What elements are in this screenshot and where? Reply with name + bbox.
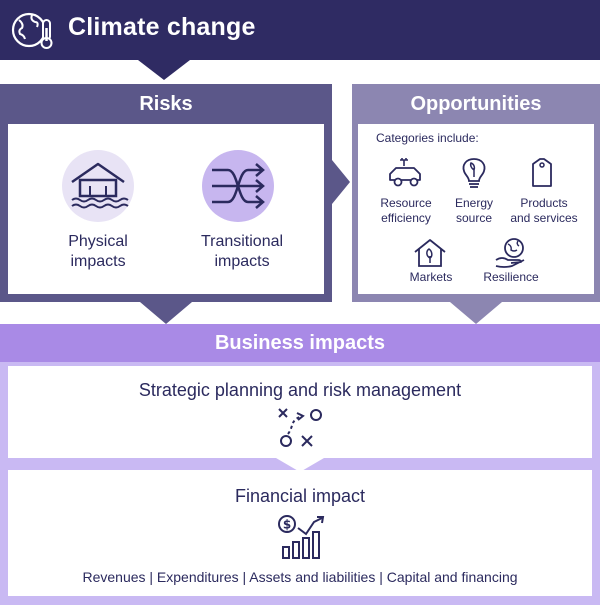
products-label-line2: and services	[510, 211, 578, 225]
physical-label-line1: Physical	[68, 233, 128, 250]
opportunities-intro: Categories include:	[376, 131, 479, 145]
energy-source-label: Energy source	[446, 196, 502, 226]
risks-to-opportunities-arrow	[332, 160, 350, 204]
physical-impacts-label: Physical impacts	[38, 232, 158, 272]
header-bar	[0, 0, 600, 60]
header-title: Climate change	[68, 13, 256, 41]
products-label-line1: Products	[520, 196, 568, 210]
flooded-house-icon	[71, 162, 129, 209]
strategic-planning-box	[8, 366, 592, 458]
financial-impact-box	[8, 470, 592, 596]
opportunities-down-arrow	[450, 302, 502, 324]
strategy-play-icon	[278, 408, 322, 447]
markets-label: Markets	[409, 270, 453, 284]
energy-label-line2: source	[455, 211, 493, 225]
products-and-services-label: Products and services	[502, 196, 586, 226]
strategic-planning-title: Strategic planning and risk management	[138, 380, 462, 400]
resource-efficiency-label: Resource efficiency	[368, 196, 444, 226]
financial-impact-title: Financial impact	[234, 486, 366, 506]
hand-globe-icon	[495, 238, 525, 268]
transitional-label-line1: Transitional	[200, 233, 284, 250]
lightbulb-leaf-icon	[462, 158, 486, 188]
electric-car-icon	[389, 158, 421, 187]
dollar-growth-chart-icon: $	[278, 515, 325, 559]
globe-thermometer-icon	[11, 12, 53, 49]
transitional-label-line2: impacts	[214, 253, 270, 270]
svg-text:$: $	[283, 518, 291, 532]
transitional-impacts-label: Transitional impacts	[178, 232, 306, 272]
financial-impact-categories: Revenues | Expenditures | Assets and lia…	[82, 569, 518, 585]
resource-label-line1: Resource	[380, 196, 432, 210]
opportunities-title: Opportunities	[410, 93, 542, 115]
risks-down-arrow	[140, 302, 192, 324]
header-down-arrow	[138, 60, 190, 80]
physical-label-line2: impacts	[70, 253, 126, 270]
business-impacts-title: Business impacts	[214, 332, 386, 354]
resilience-label: Resilience	[483, 270, 539, 284]
energy-label-line1: Energy	[454, 196, 494, 210]
risks-title: Risks	[139, 93, 193, 115]
risks-content	[8, 124, 324, 294]
opportunities-content	[358, 124, 594, 294]
crossing-arrows-icon	[212, 163, 265, 209]
resource-label-line2: efficiency	[381, 211, 431, 225]
business-impacts-header	[0, 324, 600, 362]
house-leaf-icon	[414, 239, 446, 267]
tag-icon	[532, 158, 552, 187]
physical-impacts-badge	[62, 150, 134, 222]
strategic-down-arrow	[276, 458, 324, 472]
